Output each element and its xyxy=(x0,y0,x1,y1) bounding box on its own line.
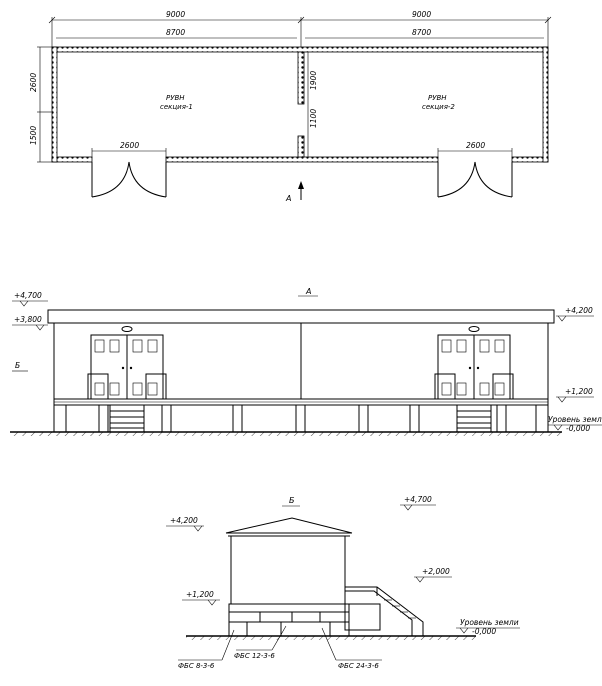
facade-stair-left xyxy=(109,404,145,433)
side-level-roof: +4,200 xyxy=(170,516,198,525)
block-label-3: ФБС 24-3-6 xyxy=(338,662,379,670)
section2-title: РУВН xyxy=(428,94,447,102)
side-ground-label: Уровень земли xyxy=(460,618,519,627)
floor-plan: 9000 8700 9000 8700 2600 1500 1900 1100 … xyxy=(29,10,552,203)
facade-level-eave-left: +3,800 xyxy=(14,315,42,324)
block-label-1: ФБС 8-3-6 xyxy=(178,662,215,670)
door-left-symbol xyxy=(91,161,167,198)
dim-left-bottom: 1500 xyxy=(29,126,38,145)
facade-ground-label: Уровень земли xyxy=(548,415,602,424)
side-level-stair: +2,000 xyxy=(422,567,450,576)
facade-door-right xyxy=(434,326,514,400)
side-ground-level: -0,000 xyxy=(472,627,496,636)
door-right-symbol xyxy=(437,161,513,198)
dim-partition-top: 1900 xyxy=(309,71,318,90)
side-elevation: Б +4,700 +4,200 +2,000 +1,200 xyxy=(166,495,520,670)
side-level-top: +4,700 xyxy=(404,495,432,504)
side-title: Б xyxy=(289,496,295,505)
facade-side-mark: Б xyxy=(15,361,20,370)
facade-ground-level: -0,000 xyxy=(566,424,590,433)
section1-title: РУВН xyxy=(166,94,185,102)
dim-door-left: 2600 xyxy=(120,141,139,150)
facade-title: А xyxy=(305,287,311,296)
block-label-2: ФБС 12-3-6 xyxy=(234,652,275,660)
dim-overall-left: 9000 xyxy=(166,10,185,19)
dim-partition-bottom: 1100 xyxy=(309,109,318,128)
facade-level-top-left: +4,700 xyxy=(14,291,42,300)
dim-inner-right: 8700 xyxy=(412,28,431,37)
dim-inner-left: 8700 xyxy=(166,28,185,37)
facade-elevation: А +4,700 +3,800 Б xyxy=(10,287,602,436)
facade-level-roof-right: +4,200 xyxy=(565,306,593,315)
dim-overall-right: 9000 xyxy=(412,10,431,19)
side-level-floor: +1,200 xyxy=(186,590,214,599)
plan-view-mark: А xyxy=(285,194,291,203)
facade-stair-right xyxy=(456,404,492,433)
facade-level-floor-right: +1,200 xyxy=(565,387,593,396)
facade-door-left xyxy=(87,326,167,400)
dim-door-right: 2600 xyxy=(466,141,485,150)
dim-left-top: 2600 xyxy=(29,73,38,92)
section1-subtitle: секция-1 xyxy=(160,103,193,111)
section2-subtitle: секция-2 xyxy=(422,103,455,111)
